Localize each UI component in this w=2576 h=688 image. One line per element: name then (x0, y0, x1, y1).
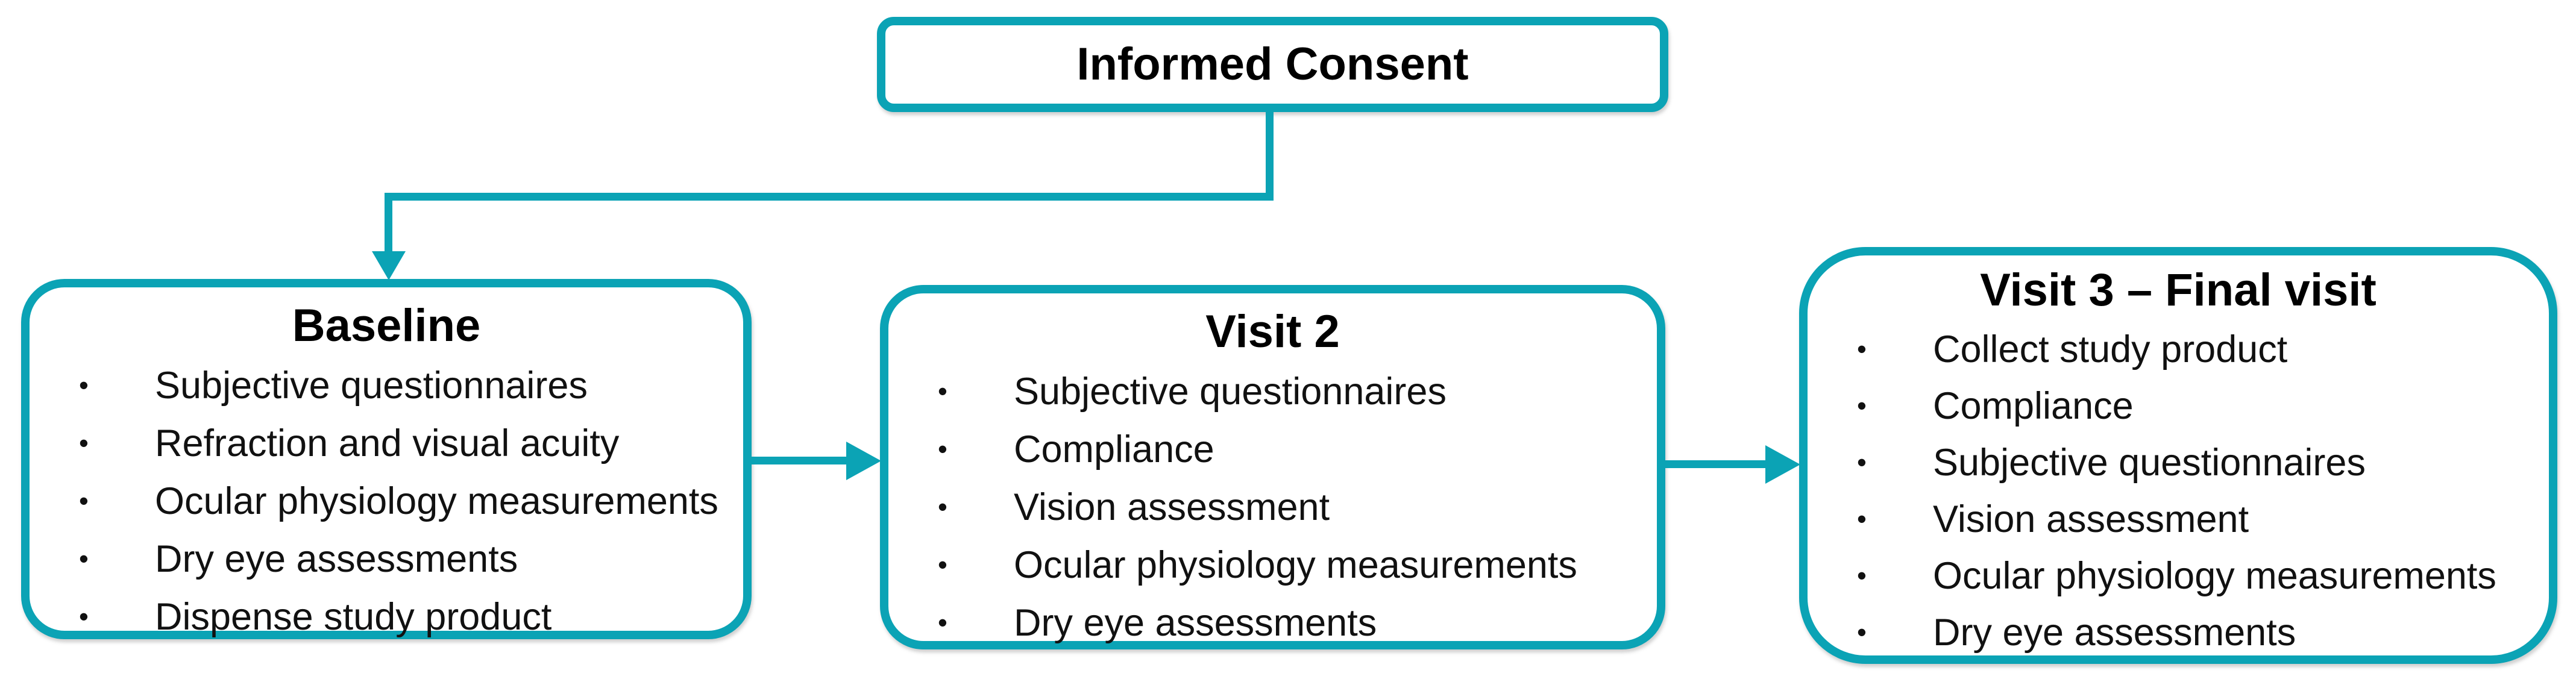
connector-line-horizontal (385, 193, 1274, 201)
baseline-box: Baseline Subjective questionnaires Refra… (21, 279, 752, 646)
arrow-right-icon (1765, 445, 1800, 484)
list-item: Ocular physiology measurements (30, 472, 743, 530)
baseline-title: Baseline (292, 300, 481, 351)
list-item: Subjective questionnaires (30, 357, 743, 414)
visit2-title: Visit 2 (1205, 306, 1340, 357)
visit2-box: Visit 2 Subjective questionnaires Compli… (880, 285, 1665, 652)
list-item: Dry eye assessments (30, 530, 743, 588)
visit3-title: Visit 3 – Final visit (1980, 264, 2377, 316)
connector-line-baseline-to-visit2 (752, 457, 851, 464)
list-item: Collect study product (1808, 321, 2549, 378)
list-item: Compliance (1808, 378, 2549, 434)
list-item: Dispense study product (30, 588, 743, 646)
list-item: Subjective questionnaires (888, 363, 1657, 421)
connector-line-vertical-from-consent (1266, 112, 1274, 196)
visit3-bullet-list: Collect study product Compliance Subject… (1808, 321, 2549, 661)
list-item: Compliance (888, 421, 1657, 478)
list-item: Ocular physiology measurements (1808, 548, 2549, 604)
list-item: Vision assessment (888, 478, 1657, 536)
visit2-bullet-list: Subjective questionnaires Compliance Vis… (888, 363, 1657, 652)
list-item: Vision assessment (1808, 491, 2549, 548)
connector-line-visit2-to-visit3 (1665, 460, 1769, 468)
visit3-box: Visit 3 – Final visit Collect study prod… (1799, 247, 2557, 664)
informed-consent-title: Informed Consent (1076, 39, 1469, 90)
arrow-down-icon (372, 251, 406, 280)
connector-line-vertical-to-baseline (385, 193, 392, 254)
informed-consent-box: Informed Consent (877, 17, 1668, 112)
list-item: Subjective questionnaires (1808, 434, 2549, 491)
list-item: Refraction and visual acuity (30, 414, 743, 472)
list-item: Dry eye assessments (888, 594, 1657, 652)
baseline-bullet-list: Subjective questionnaires Refraction and… (30, 357, 743, 646)
list-item: Dry eye assessments (1808, 604, 2549, 661)
arrow-right-icon (846, 442, 881, 480)
list-item: Ocular physiology measurements (888, 536, 1657, 594)
